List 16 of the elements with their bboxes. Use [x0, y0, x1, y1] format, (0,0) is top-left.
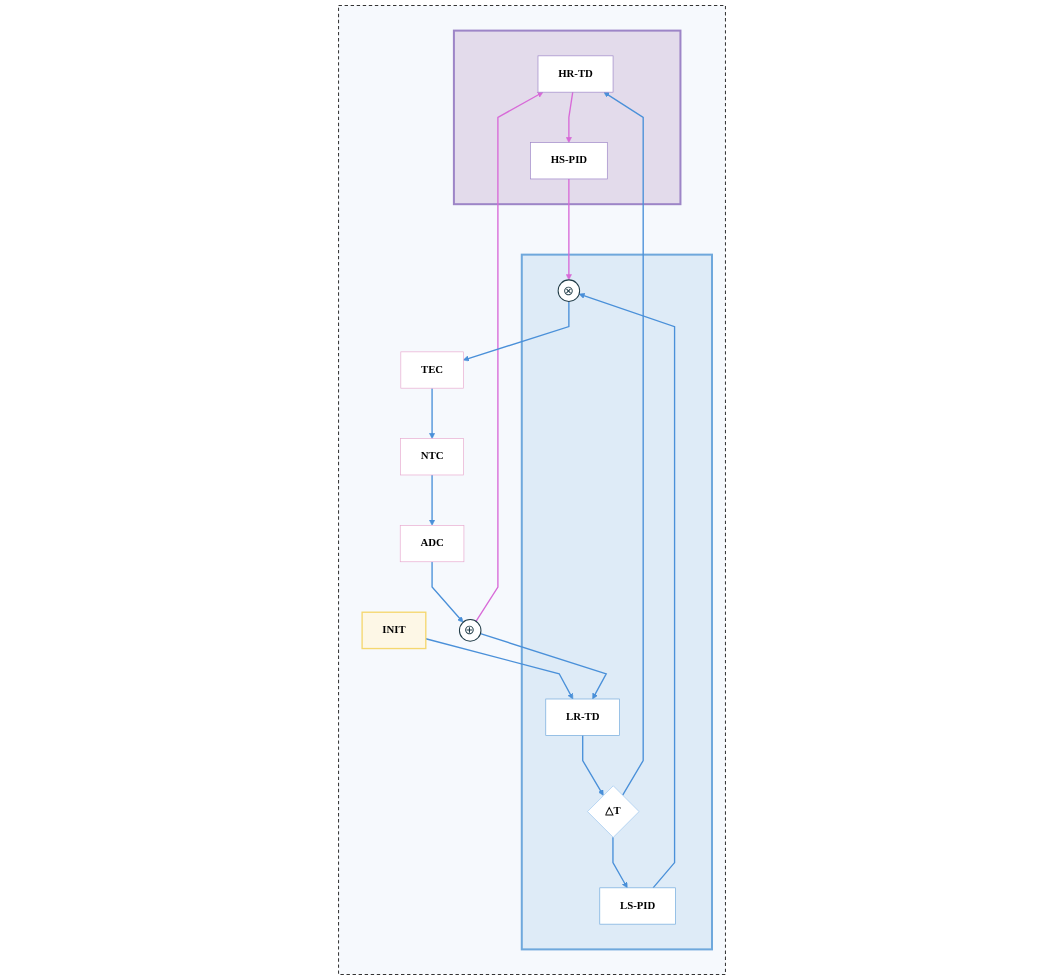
- arrow: [429, 387, 436, 439]
- arrow: [565, 178, 572, 281]
- cluster: [520, 253, 713, 951]
- cluster: [338, 4, 726, 976]
- arrow: [425, 638, 574, 700]
- arrow: [603, 91, 644, 797]
- arrow: [612, 836, 628, 889]
- arrow: [578, 293, 676, 889]
- arrow: [565, 91, 574, 143]
- arrow: [582, 734, 604, 796]
- arrow: [431, 561, 464, 623]
- arrow: [463, 300, 570, 362]
- arrow: [475, 91, 544, 622]
- cluster: [452, 29, 682, 206]
- arrow: [429, 474, 436, 526]
- arrow: [479, 632, 608, 700]
